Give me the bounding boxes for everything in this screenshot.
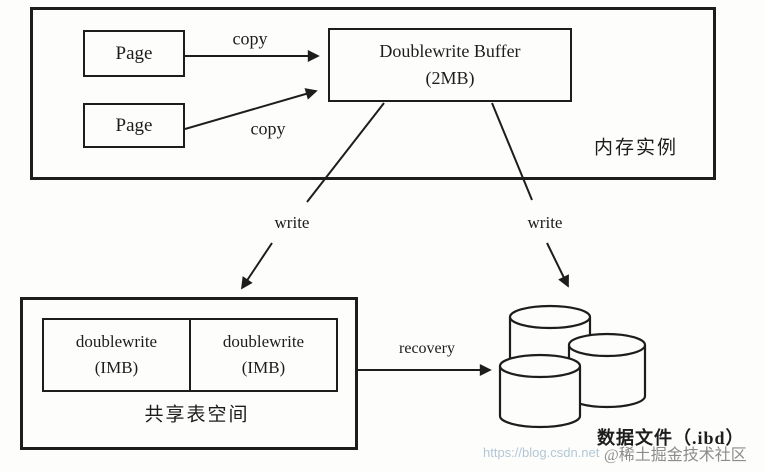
doublewrite-segment-2: doublewrite (IMB) <box>189 320 336 390</box>
buffer-size: (2MB) <box>425 68 475 88</box>
watermark-juejin-community: @稀土掘金技术社区 <box>604 447 747 464</box>
page-box-1: Page <box>83 30 185 77</box>
segment-1-size: (IMB) <box>94 358 139 377</box>
watermark-csdn-url: https://blog.csdn.net <box>483 445 600 460</box>
recovery-label: recovery <box>399 340 455 357</box>
page-label-2: Page <box>115 114 153 136</box>
segment-2-title: doublewrite <box>222 331 305 351</box>
segment-1-title: doublewrite <box>75 331 158 351</box>
doublewrite-buffer-box: Doublewrite Buffer (2MB) <box>328 28 572 102</box>
copy-label-2: copy <box>250 118 286 139</box>
page-label-1: Page <box>115 42 153 64</box>
memory-instance-label: 内存实例 <box>593 137 679 159</box>
database-cylinder-icon-back-left <box>508 304 592 375</box>
doublewrite-segments: doublewrite (IMB) doublewrite (IMB) <box>42 318 338 392</box>
write-arrow-left-lower <box>241 242 273 290</box>
write-label-left: write <box>274 213 310 232</box>
page-box-2: Page <box>83 103 185 148</box>
data-files-label: 数据文件（.ibd） <box>597 428 745 448</box>
shared-tablespace-label: 共享表空间 <box>144 404 250 426</box>
segment-2-size: (IMB) <box>241 358 286 377</box>
database-cylinder-icon-front <box>498 353 582 429</box>
buffer-title: Doublewrite Buffer <box>379 41 521 61</box>
database-cylinder-icon-back-right <box>567 332 647 409</box>
doublewrite-segment-1: doublewrite (IMB) <box>44 320 189 390</box>
write-arrow-right-lower <box>546 242 569 288</box>
copy-label-1: copy <box>232 28 268 49</box>
write-label-right: write <box>527 213 563 232</box>
